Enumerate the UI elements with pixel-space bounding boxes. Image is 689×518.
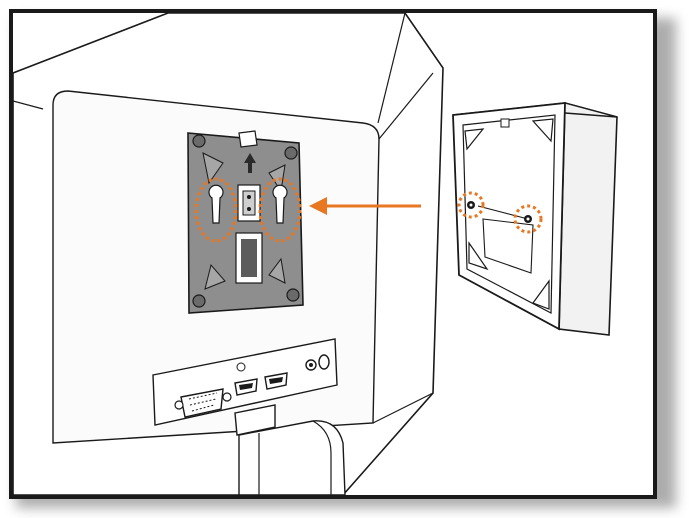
plate-latch-inner [242,190,256,216]
mini-pc-notch [500,118,510,128]
keyhole-slot-icon [272,184,288,224]
stand-neck-curve [312,420,332,495]
screw-icon [192,294,206,308]
arrow-up-icon [244,153,256,173]
mini-pc-corner [464,128,485,151]
arrow-left-icon [309,197,421,215]
monitor-side-edge [372,72,434,424]
audio-jack-inner [309,363,313,367]
illustration-frame [9,9,657,499]
ground-symbol-icon [236,362,246,372]
vga-pins [188,392,218,412]
highlight-screw-left [457,191,485,219]
screw-icon [174,400,184,410]
plate-top-tab [238,130,258,148]
monitor-ridge [13,100,44,110]
screw-icon [222,392,232,402]
screw-icon [526,217,530,221]
keyhole-slot-icon [208,184,224,224]
screw-icon [284,146,298,160]
vga-port [180,388,224,418]
plate-emboss [268,164,286,193]
highlight-keyhole-left [194,177,238,243]
mini-pc-corner [468,241,489,271]
plate-lower-slot-inner [241,239,257,277]
mini-pc-screw-line [477,205,529,220]
mini-pc [452,101,618,336]
screw-icon [247,195,251,199]
screw-icon [469,203,473,207]
mini-pc-corner [531,118,554,143]
mini-pc-corner [532,279,550,310]
stand-neck [238,420,346,495]
stand-mount [234,404,276,436]
vesa-mounting-plate [187,130,304,314]
screw-icon [286,288,300,302]
mini-pc-front [452,101,566,331]
mini-pc-inner-border [462,114,556,314]
monitor-ridge-right [377,13,406,124]
plate-emboss [204,263,226,290]
connector-panel [152,338,338,426]
highlight-screw-right [513,204,543,234]
highlight-keyhole-right [258,177,302,243]
plate-emboss [268,257,286,284]
plate-emboss [202,152,224,185]
hdmi-port-inner [269,377,283,384]
power-button [318,354,330,370]
screw-icon [247,207,251,211]
monitor-stand [234,404,346,495]
hdmi-port-inner [239,383,253,390]
mini-pc-side [558,101,618,336]
screw-icon [192,134,206,148]
mounting-illustration [13,13,618,495]
